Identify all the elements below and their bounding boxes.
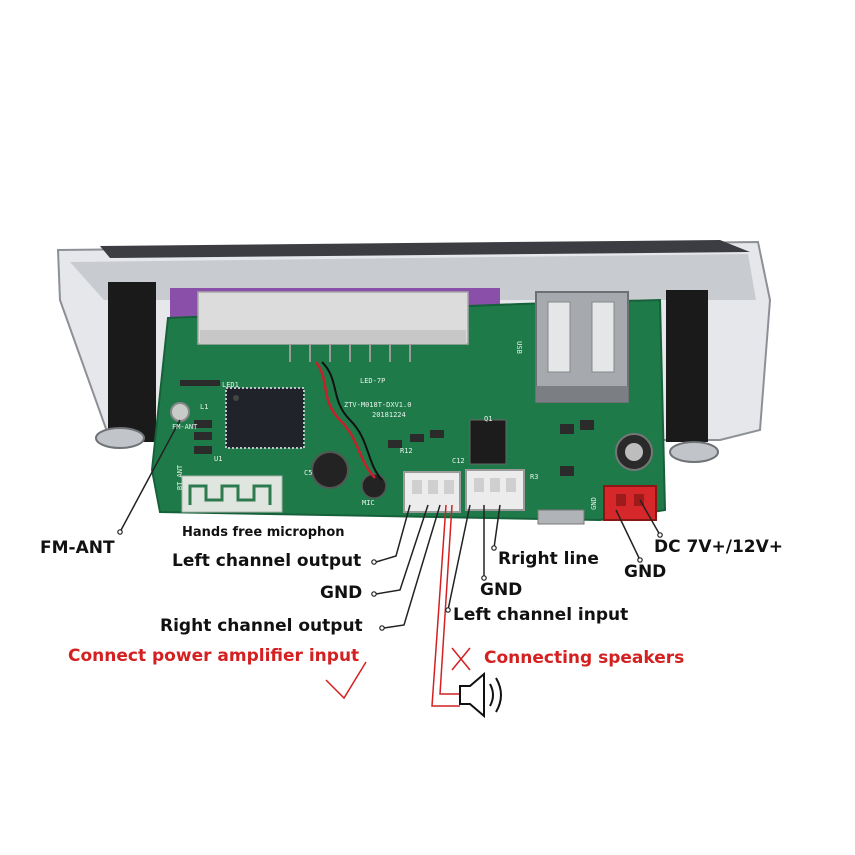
- silk-led1: LED1: [222, 381, 239, 389]
- silk-r12: R12: [400, 447, 413, 455]
- bt-antenna-panel: [181, 475, 283, 513]
- cross-mark: [451, 647, 471, 671]
- label-left-channel-input: Left channel input: [453, 605, 629, 625]
- label-dots: [117, 529, 663, 631]
- screws: [95, 427, 719, 463]
- label-fm-ant: FM-ANT: [40, 538, 115, 558]
- right-bracket: [666, 290, 708, 442]
- label-left-channel-output: Left channel output: [172, 551, 362, 571]
- speaker-icon: [459, 671, 502, 719]
- silk-bt-ant: BT_ANT: [176, 464, 185, 491]
- microphone: [311, 361, 387, 499]
- smd-components: [180, 380, 594, 476]
- silk-c5: C5: [304, 469, 313, 477]
- check-mark: [325, 661, 367, 700]
- micro-usb: [537, 509, 585, 525]
- silk-gnd: GND: [589, 497, 598, 510]
- regulator-q1: [469, 419, 507, 465]
- label-right-channel-output: Right channel output: [160, 616, 363, 636]
- usb-port: [535, 291, 629, 403]
- output-connector: [403, 471, 461, 513]
- label-gnd-right: GND: [624, 562, 667, 582]
- label-gnd-mid: GND: [480, 580, 523, 600]
- silk-usb: USB: [514, 341, 523, 354]
- silk-u1: U1: [214, 455, 223, 463]
- input-connector: [465, 469, 525, 511]
- label-connect-amp-input: Connect power amplifier input: [68, 646, 360, 666]
- leader-lines: [119, 419, 661, 629]
- silk-r3: R3: [530, 473, 539, 481]
- power-connector: [603, 485, 657, 521]
- silk-pcb-id: ZTV-M018T-DXV1.0: [344, 401, 412, 409]
- main-chip: [225, 387, 305, 449]
- label-dc-power: DC 7V+/12V+: [654, 537, 784, 557]
- capacitor: [615, 433, 653, 471]
- label-gnd-left: GND: [320, 583, 363, 603]
- silk-fm-ant: FM-ANT: [172, 423, 198, 431]
- label-hands-free-mic: Hands free microphon: [182, 525, 345, 540]
- speaker-wires: [431, 504, 460, 707]
- silk-date: 20181224: [372, 411, 406, 419]
- silk-mic: MIC: [362, 499, 375, 507]
- label-right-line: Rright line: [498, 549, 599, 569]
- left-bracket: [108, 282, 156, 442]
- silk-led7p: LED-7P: [360, 377, 386, 385]
- silk-l1: L1: [200, 403, 209, 411]
- fm-ant-pad: [170, 402, 190, 422]
- display-connector: [197, 291, 469, 362]
- label-connecting-speakers: Connecting speakers: [484, 648, 685, 668]
- silk-c12: C12: [452, 457, 465, 465]
- silk-q1: Q1: [484, 415, 493, 423]
